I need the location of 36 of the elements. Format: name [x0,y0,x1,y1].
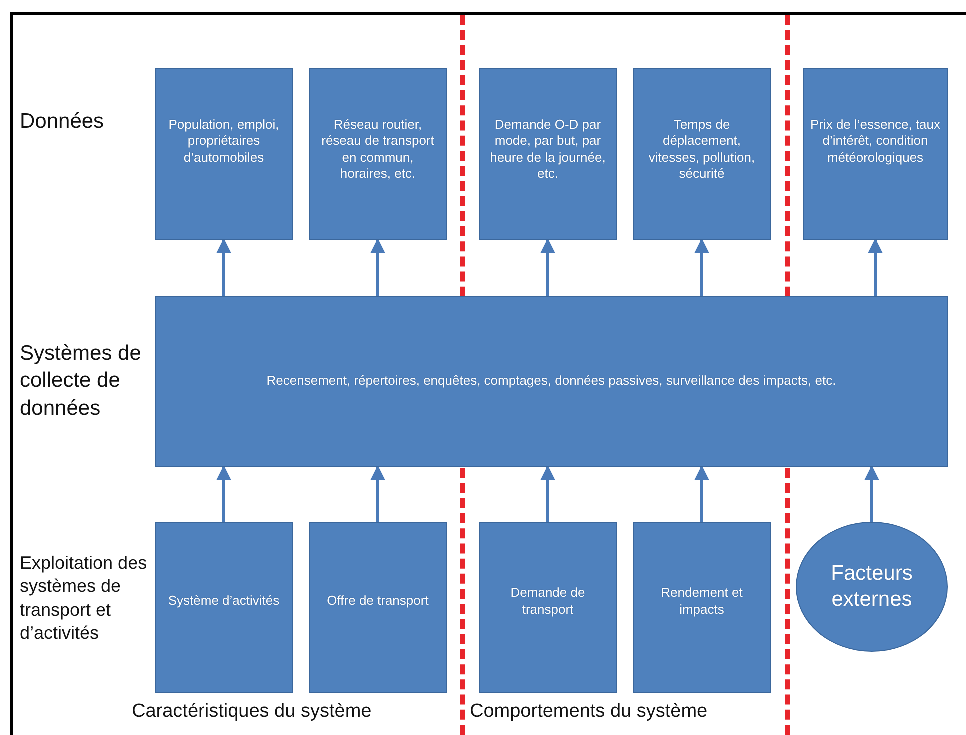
process-box [309,68,447,240]
process-band [155,296,948,467]
process-box [479,68,617,240]
process-box [479,522,617,693]
process-box [155,522,293,693]
row-label: Caractéristiques du système [132,700,373,724]
node-text: Demande O-D par mode, par but, par heure de la journée, etc. [489,117,607,182]
node-text: Demande de transport [510,585,586,618]
process-box [803,68,948,240]
arrow [216,238,232,296]
node-text: Système d’activités [168,593,280,610]
row-label: Données [20,109,106,135]
arrow [694,466,710,522]
row-label: Exploitation des systèmes de transport et d’activités [20,552,148,646]
process-box [155,68,293,240]
arrow [216,466,232,522]
node-text: Prix de l’essence, taux d’intérêt, condition météorologiques [810,117,941,166]
node-text: Temps de déplacement, vitesses, pollution, sécurité [648,117,756,182]
arrow [540,466,556,522]
arrow [868,238,883,296]
node-text: Rendement et impacts [660,585,744,618]
node-text: Facteurs externes [830,560,914,613]
node-text: Offre de transport [327,593,429,610]
process-box [309,522,447,693]
arrow [694,238,710,296]
arrow [540,238,556,296]
process-box [633,68,771,240]
row-label: Comportements du système [470,700,709,724]
node-text: Population, emploi, propriétaires d’automobiles [168,117,280,166]
arrow [370,466,386,522]
arrow [370,238,386,296]
row-label: Systèmes de collecte de données [20,341,142,422]
process-box [633,522,771,693]
node-text: Recensement, répertoires, enquêtes, comptages, données passives, surveillance des impacts, etc. [266,373,836,390]
node-text: Réseau routier, réseau de transport en commun, horaires, etc. [320,117,436,182]
arrow [864,466,880,522]
